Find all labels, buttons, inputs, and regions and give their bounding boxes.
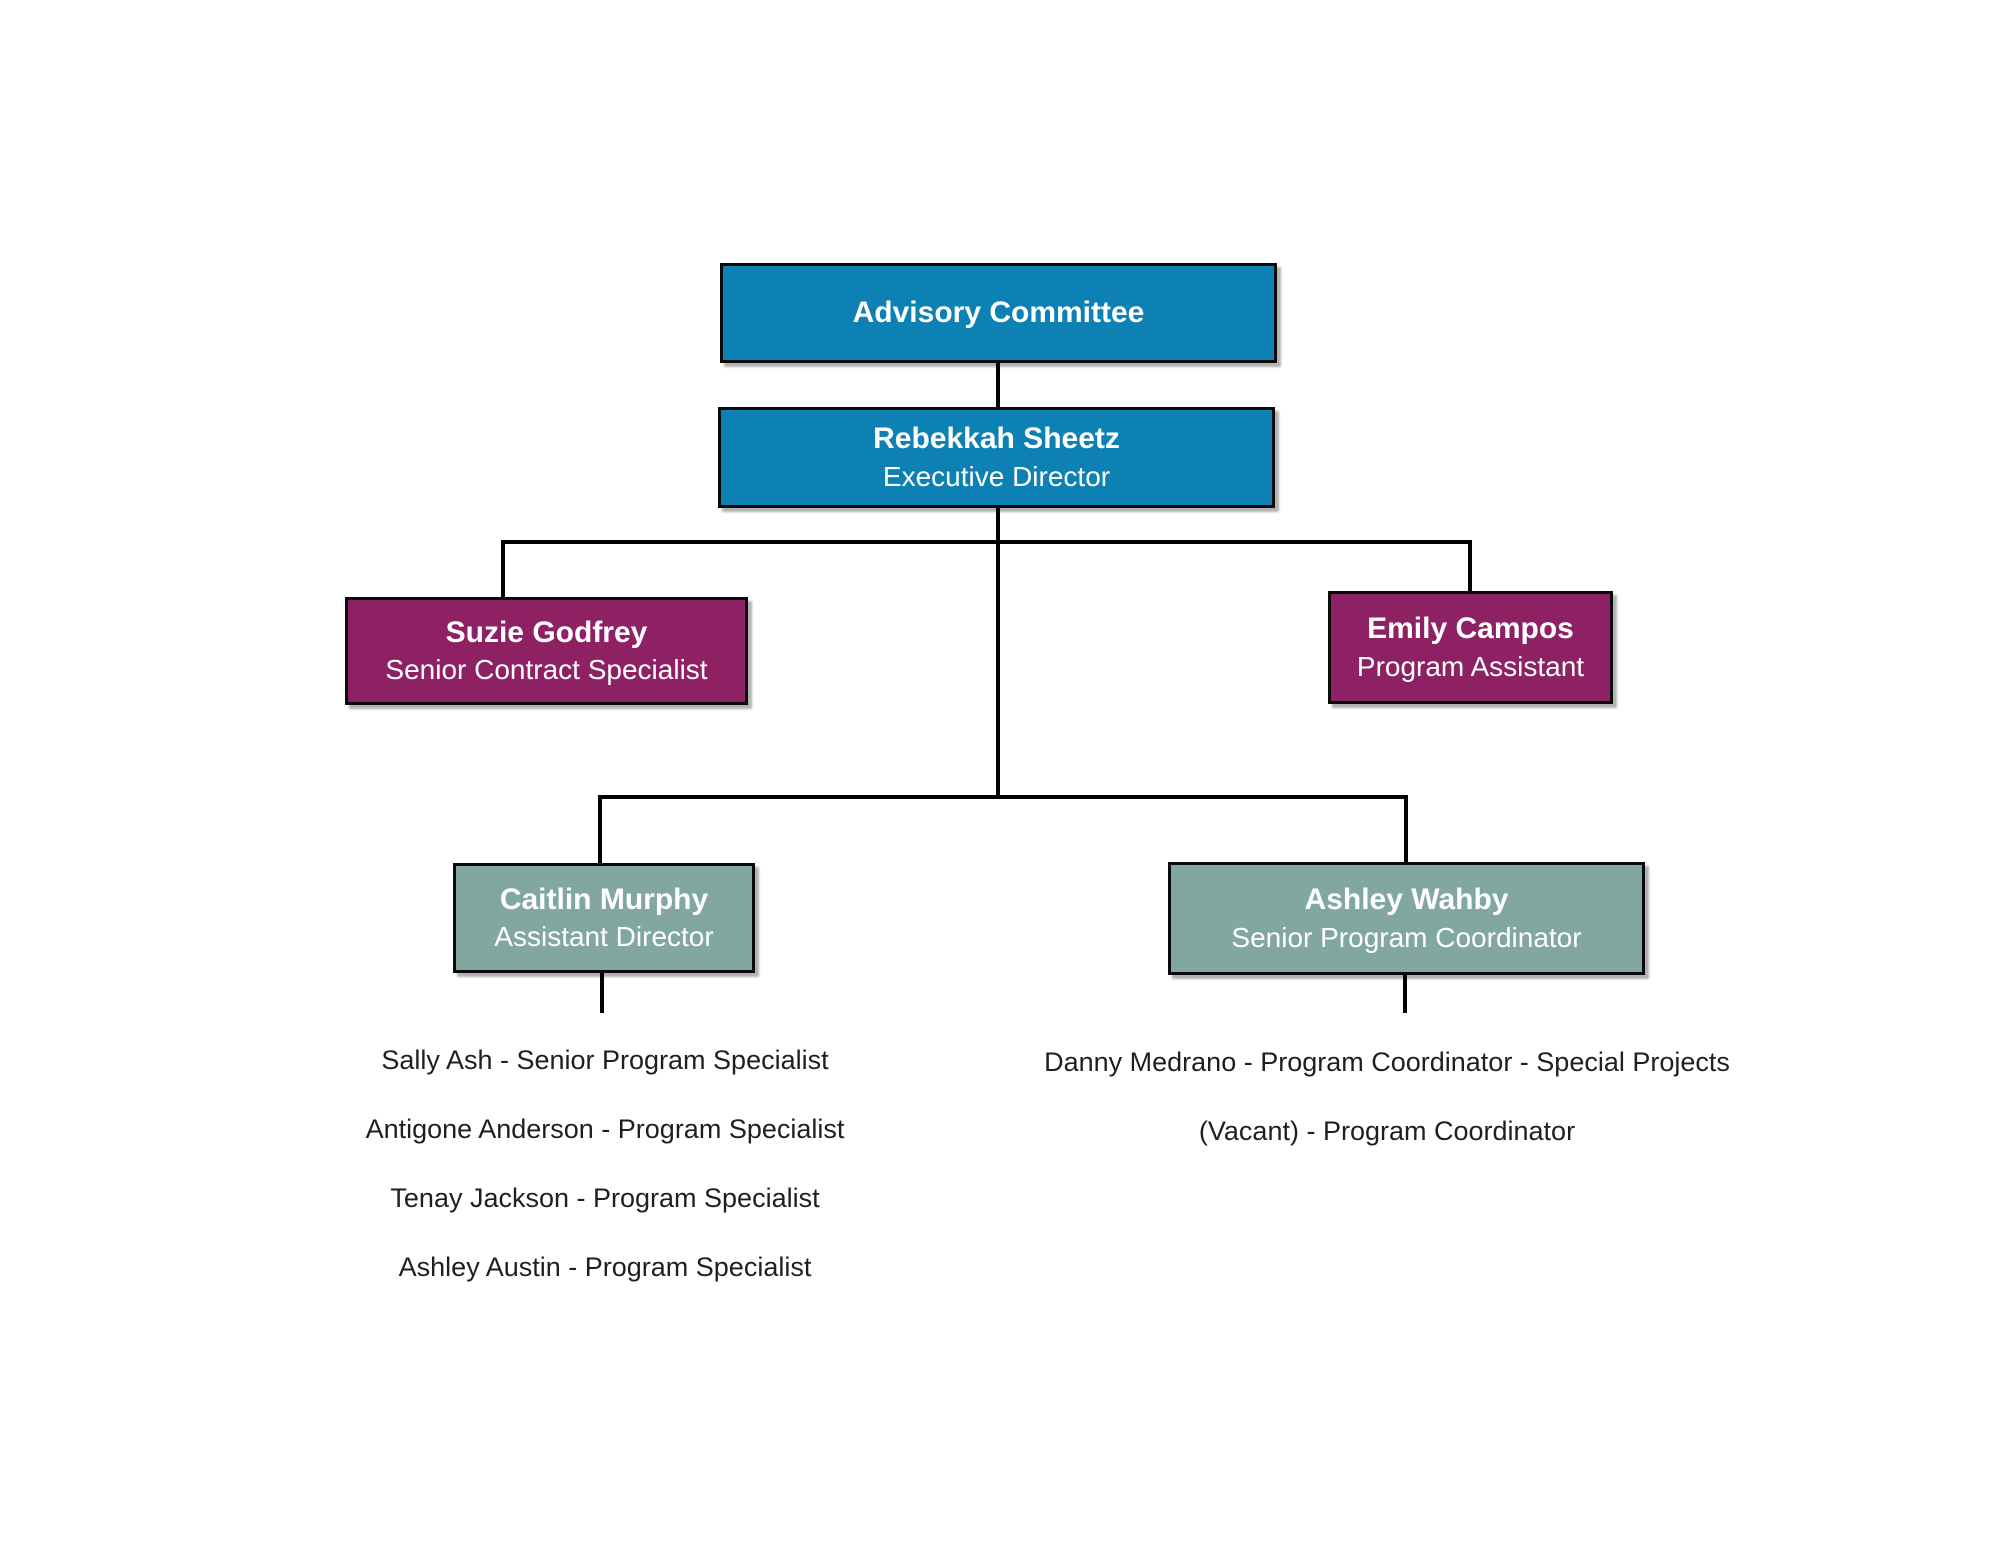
connector-tier1-horizontal [501, 540, 1472, 544]
connector-to-suzie [501, 540, 505, 598]
node-assistant-director: Caitlin Murphy Assistant Director [453, 863, 755, 973]
connector-to-caitlin [598, 795, 602, 864]
connector-caitlin-reports [600, 973, 604, 1013]
node-senior-program-coordinator: Ashley Wahby Senior Program Coordinator [1168, 862, 1645, 975]
ashley-report-list: Danny Medrano - Program Coordinator - Sp… [1022, 1028, 1752, 1166]
person-title: Program Assistant [1356, 650, 1585, 682]
person-name: Rebekkah Sheetz [873, 422, 1120, 456]
node-title: Advisory Committee [852, 295, 1145, 329]
node-advisory-committee: Advisory Committee [720, 263, 1277, 363]
list-item: Sally Ash - Senior Program Specialist [381, 1045, 829, 1075]
node-program-assistant: Emily Campos Program Assistant [1328, 591, 1613, 704]
person-title: Senior Program Coordinator [1231, 921, 1582, 953]
caitlin-report-list: Sally Ash - Senior Program Specialist An… [300, 1026, 910, 1302]
person-name: Ashley Wahby [1304, 883, 1509, 917]
node-executive-director: Rebekkah Sheetz Executive Director [718, 407, 1275, 508]
connector-tier2-horizontal [598, 795, 1408, 799]
connector-advisory-to-director [996, 363, 1000, 409]
connector-director-trunk [996, 508, 1000, 797]
person-name: Emily Campos [1367, 612, 1574, 646]
person-name: Suzie Godfrey [445, 615, 648, 649]
person-title: Executive Director [882, 460, 1111, 492]
connector-to-emily [1468, 540, 1472, 592]
list-item: Ashley Austin - Program Specialist [398, 1252, 812, 1282]
list-item: Antigone Anderson - Program Specialist [365, 1114, 845, 1144]
list-item: Tenay Jackson - Program Specialist [390, 1183, 820, 1213]
list-item: (Vacant) - Program Coordinator [1198, 1116, 1576, 1146]
connector-to-ashley [1404, 795, 1408, 863]
list-item: Danny Medrano - Program Coordinator - Sp… [1044, 1047, 1730, 1077]
node-senior-contract-specialist: Suzie Godfrey Senior Contract Specialist [345, 597, 748, 705]
person-title: Senior Contract Specialist [385, 654, 708, 686]
person-name: Caitlin Murphy [499, 882, 709, 916]
person-title: Assistant Director [494, 921, 714, 953]
connector-ashley-reports [1403, 973, 1407, 1013]
